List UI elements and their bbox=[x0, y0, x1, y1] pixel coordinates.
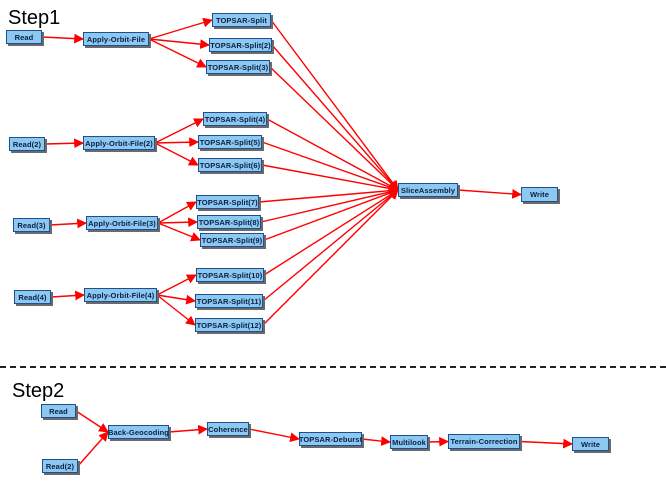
edge-apply2-to-split4 bbox=[154, 118, 204, 144]
edge-apply4-to-split12 bbox=[156, 294, 196, 326]
edge-read1-to-apply1 bbox=[41, 33, 84, 44]
edge-terrain-to-s2write bbox=[519, 438, 573, 449]
node-read-4[interactable]: Read(4) bbox=[14, 290, 51, 304]
node-read[interactable]: Read bbox=[6, 30, 42, 44]
edge-split6-to-slice bbox=[261, 164, 399, 194]
edge-coherence-to-deburst bbox=[248, 428, 300, 443]
edge-s2read2-to-backgeo bbox=[77, 431, 109, 467]
edge-split1-to-slice bbox=[270, 19, 399, 191]
node-coherence[interactable]: Coherence bbox=[207, 422, 249, 436]
edge-apply1-to-split3 bbox=[148, 38, 207, 68]
node-topsar-split-7[interactable]: TOPSAR-Split(7) bbox=[196, 195, 259, 209]
node-topsar-split-11[interactable]: TOPSAR-Split(11) bbox=[195, 294, 263, 308]
edge-split12-to-slice bbox=[262, 189, 399, 326]
node-topsar-split[interactable]: TOPSAR-Split bbox=[212, 13, 271, 27]
node-topsar-split-5[interactable]: TOPSAR-Split(5) bbox=[198, 135, 262, 149]
edge-split5-to-slice bbox=[261, 141, 399, 192]
edge-split11-to-slice bbox=[262, 189, 399, 302]
edge-apply2-to-split6 bbox=[154, 142, 199, 166]
node-step2-read[interactable]: Read bbox=[41, 404, 76, 418]
node-topsar-split-2[interactable]: TOPSAR-Split(2) bbox=[209, 38, 272, 52]
edge-apply3-to-split8 bbox=[157, 217, 198, 228]
node-step2-read-2[interactable]: Read(2) bbox=[42, 459, 78, 473]
edge-read3-to-apply3 bbox=[49, 218, 87, 229]
node-write[interactable]: Write bbox=[521, 187, 558, 202]
node-topsar-split-6[interactable]: TOPSAR-Split(6) bbox=[198, 158, 262, 172]
node-topsar-split-8[interactable]: TOPSAR-Split(8) bbox=[197, 215, 261, 229]
node-topsar-split-10[interactable]: TOPSAR-Split(10) bbox=[196, 268, 264, 282]
node-apply-orbit-file-2[interactable]: Apply-Orbit-File(2) bbox=[83, 136, 155, 150]
edge-split10-to-slice bbox=[263, 189, 399, 276]
edge-apply1-to-split2 bbox=[148, 38, 210, 49]
edge-split9-to-slice bbox=[263, 188, 399, 241]
edge-backgeo-to-coherence bbox=[168, 424, 208, 435]
edge-read2-to-apply2 bbox=[44, 138, 84, 149]
node-terrain-correction[interactable]: Terrain-Correction bbox=[448, 434, 520, 449]
step1-label: Step1 bbox=[8, 7, 61, 29]
node-apply-orbit-file-4[interactable]: Apply-Orbit-File(4) bbox=[84, 288, 157, 302]
node-topsar-deburst[interactable]: TOPSAR-Deburst bbox=[299, 432, 362, 446]
node-back-geocoding[interactable]: Back-Geocoding bbox=[108, 425, 169, 439]
node-topsar-split-4[interactable]: TOPSAR-Split(4) bbox=[203, 112, 267, 126]
edge-s2read-to-backgeo bbox=[75, 410, 109, 433]
edge-apply4-to-split10 bbox=[156, 274, 197, 296]
node-step2-write[interactable]: Write bbox=[572, 437, 609, 451]
node-slice-assembly[interactable]: SliceAssembly bbox=[398, 183, 458, 197]
node-read-3[interactable]: Read(3) bbox=[13, 218, 50, 232]
step-divider bbox=[0, 366, 666, 368]
edge-split3-to-slice bbox=[269, 66, 399, 191]
edge-multilook-to-terrain bbox=[427, 436, 449, 447]
node-topsar-split-3[interactable]: TOPSAR-Split(3) bbox=[206, 60, 270, 74]
node-apply-orbit-file[interactable]: Apply-Orbit-File bbox=[83, 32, 149, 46]
node-topsar-split-9[interactable]: TOPSAR-Split(9) bbox=[200, 233, 264, 247]
edge-apply3-to-split7 bbox=[157, 201, 197, 224]
edge-slice-to-write1 bbox=[457, 188, 522, 199]
node-read-2[interactable]: Read(2) bbox=[9, 137, 45, 151]
edge-split2-to-slice bbox=[271, 44, 399, 191]
edge-apply3-to-split9 bbox=[157, 222, 201, 242]
edge-apply1-to-split1 bbox=[148, 17, 213, 40]
edge-read4-to-apply4 bbox=[50, 290, 85, 301]
edge-deburst-to-multilook bbox=[361, 436, 391, 446]
node-topsar-split-12[interactable]: TOPSAR-Split(12) bbox=[195, 318, 263, 332]
node-apply-orbit-file-3[interactable]: Apply-Orbit-File(3) bbox=[86, 216, 158, 230]
edge-split4-to-slice bbox=[266, 118, 399, 191]
node-multilook[interactable]: Multilook bbox=[390, 435, 428, 449]
edge-split8-to-slice bbox=[260, 187, 399, 223]
edge-apply4-to-split11 bbox=[156, 294, 196, 305]
step2-label: Step2 bbox=[12, 380, 65, 402]
edge-split7-to-slice bbox=[258, 185, 399, 203]
edge-apply2-to-split5 bbox=[154, 137, 199, 148]
